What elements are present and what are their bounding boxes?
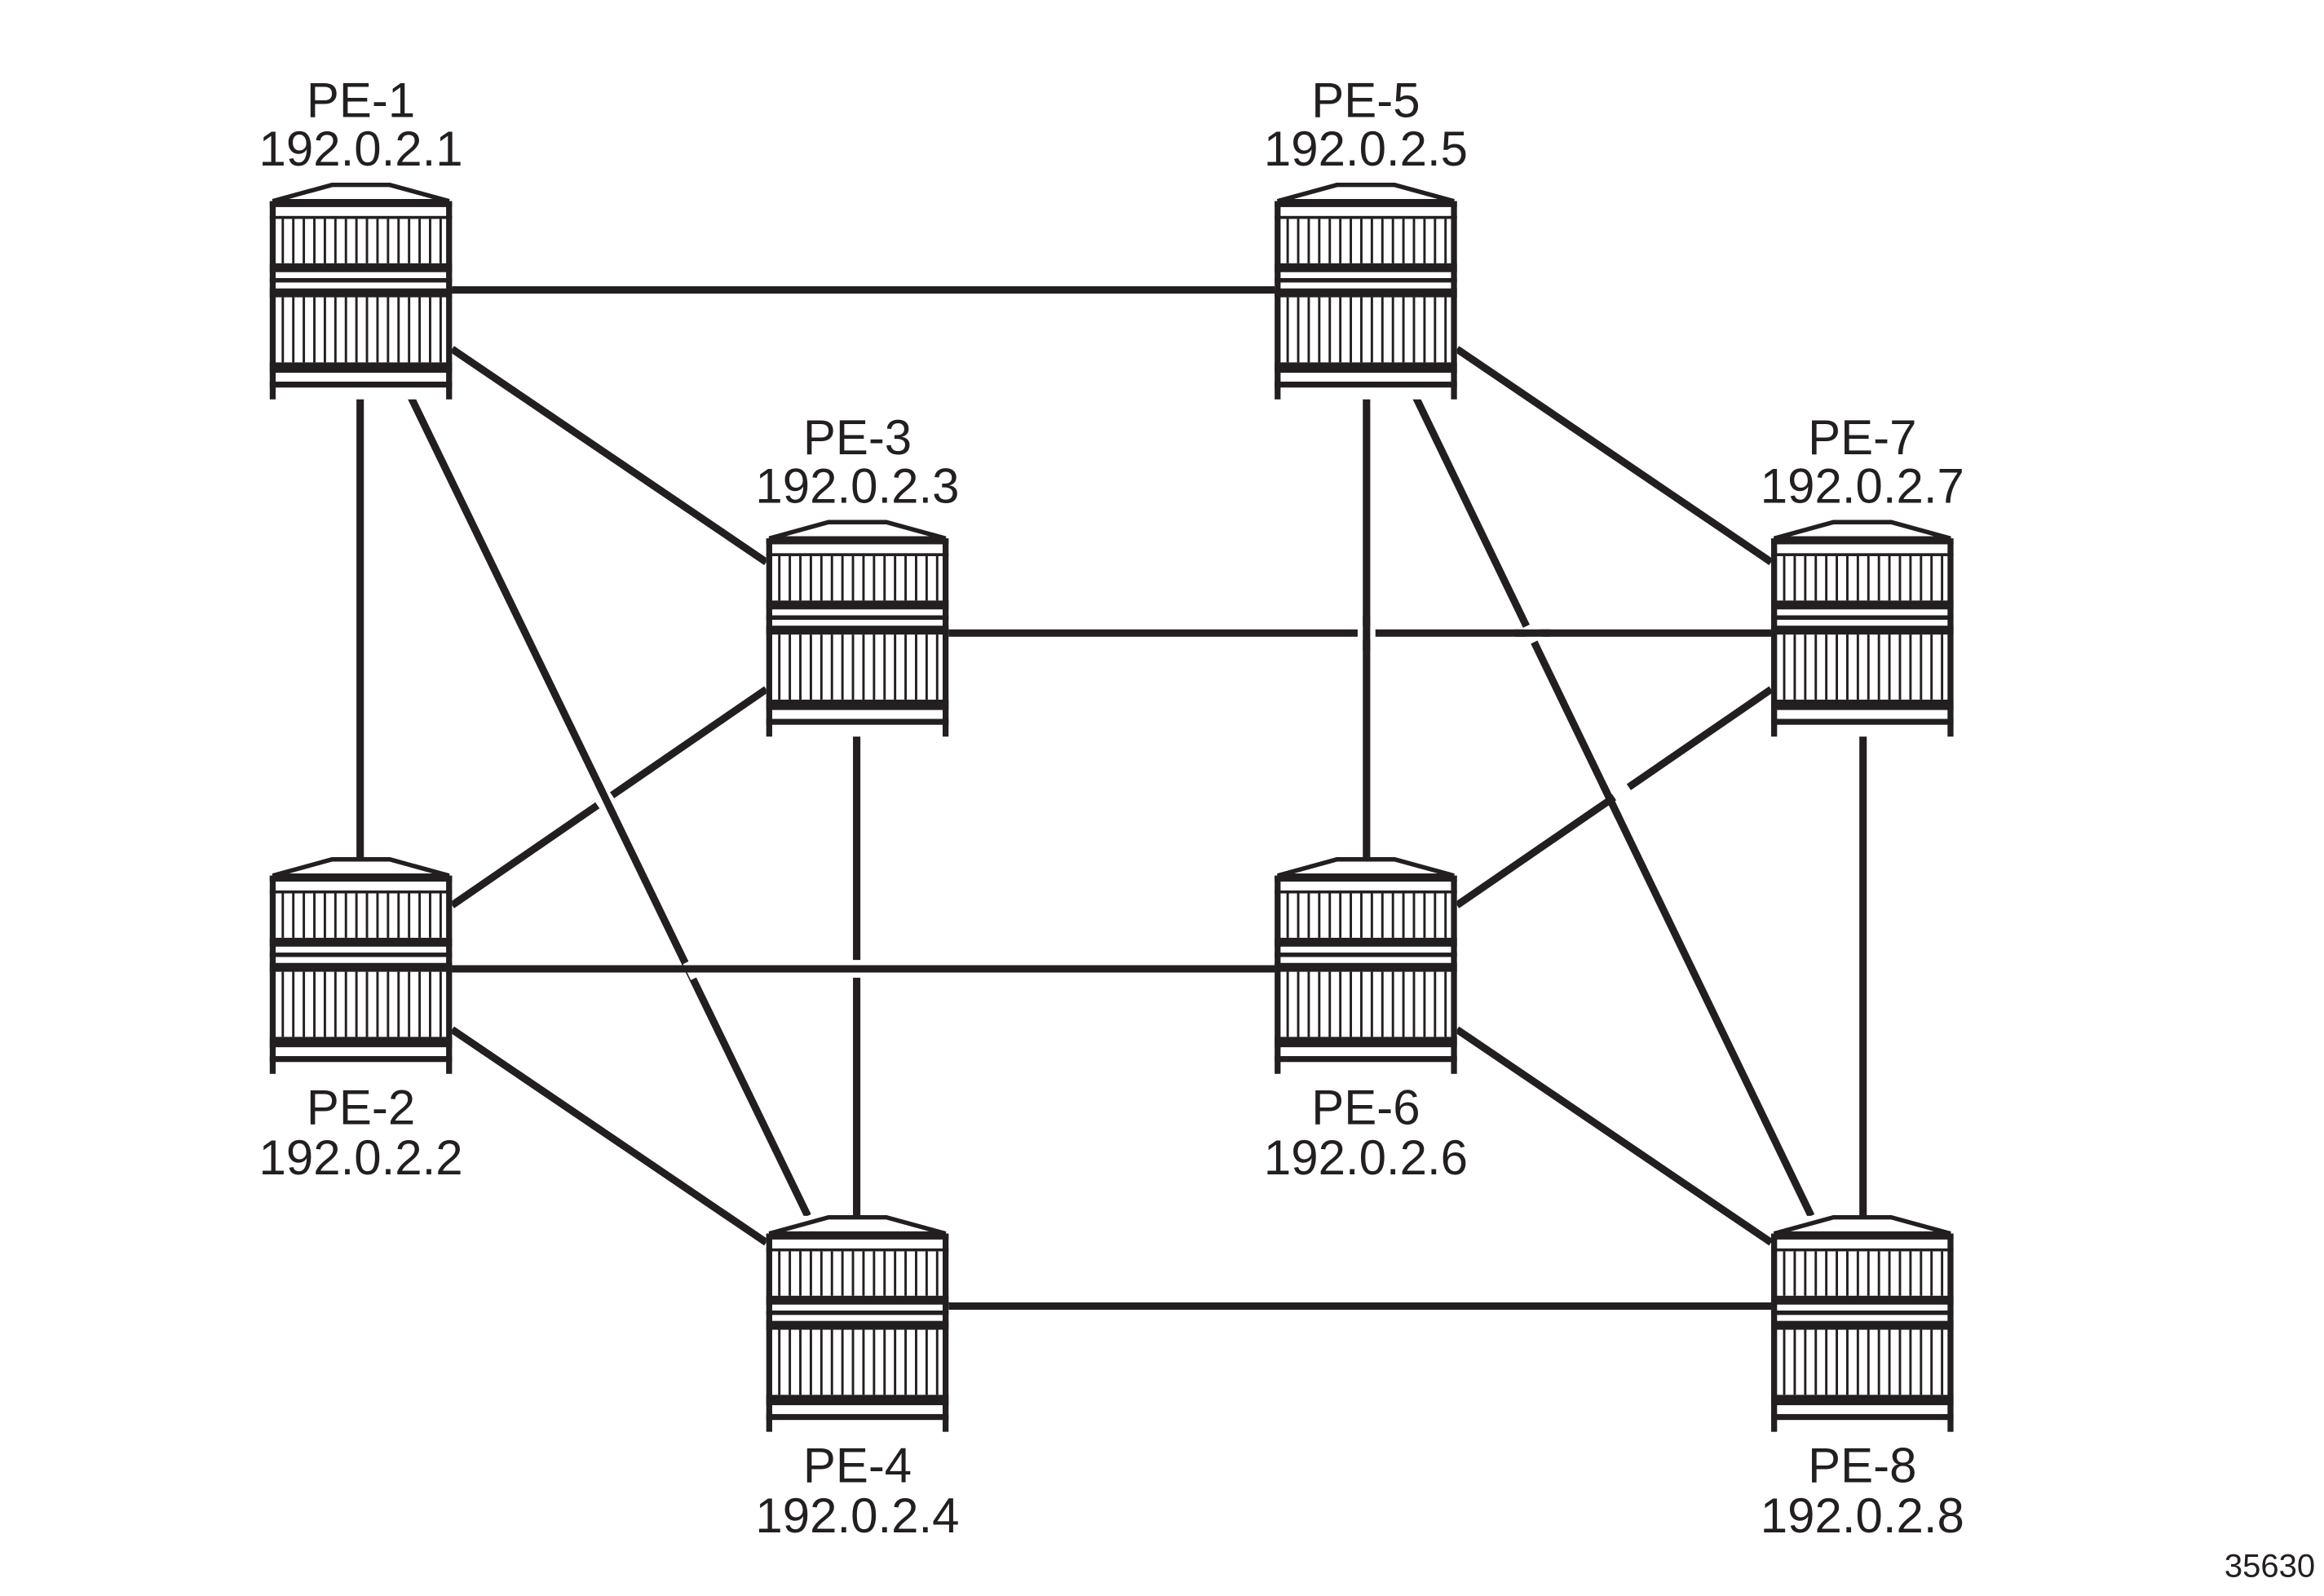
router-icon [766,519,949,737]
router-icon [1275,857,1457,1074]
node-address-label: 192.0.2.2 [259,1130,463,1185]
link-pe-1-pe-3 [449,346,769,565]
node-name-label: PE-8 [1808,1438,1916,1492]
node-name-label: PE-3 [803,410,912,465]
links-layer [356,285,1867,1311]
node-name-label: PE-5 [1311,73,1420,127]
nodes-layer: PE-1192.0.2.1PE-2192.0.2.2PE-3192.0.2.3P… [259,73,1964,1543]
crossing-front-segment [594,781,617,818]
router-icon [269,182,453,400]
node-address-label: 192.0.2.5 [1264,122,1468,176]
crossing-gaps [593,615,1635,980]
router-icon [766,1214,949,1432]
router-icon [1771,1214,1954,1432]
node-address-label: 192.0.2.1 [259,122,463,176]
node-address-label: 192.0.2.4 [755,1488,959,1543]
figure-number: 35630 [2225,1548,2315,1584]
router-icon [269,857,453,1074]
node-address-label: 192.0.2.8 [1761,1488,1964,1543]
node-name-label: PE-6 [1311,1080,1420,1134]
link-pe-6-pe-8 [1455,1026,1774,1246]
link-pe-2-pe-4 [449,1026,769,1246]
router-icon [1275,182,1457,400]
node-name-label: PE-4 [803,1438,912,1492]
node-name-label: PE-2 [307,1080,415,1134]
node-address-label: 192.0.2.3 [755,459,959,514]
node-name-label: PE-7 [1808,410,1916,465]
link-pe-5-pe-7 [1455,346,1774,565]
node-address-label: 192.0.2.6 [1264,1130,1468,1185]
crossing-front-segment [1599,782,1622,818]
link-pe-7-pe-6 [1455,686,1774,909]
node-address-label: 192.0.2.7 [1761,459,1964,514]
crossing-gap [1611,783,1635,806]
router-icon [1771,519,1954,737]
node-name-label: PE-1 [307,73,415,127]
